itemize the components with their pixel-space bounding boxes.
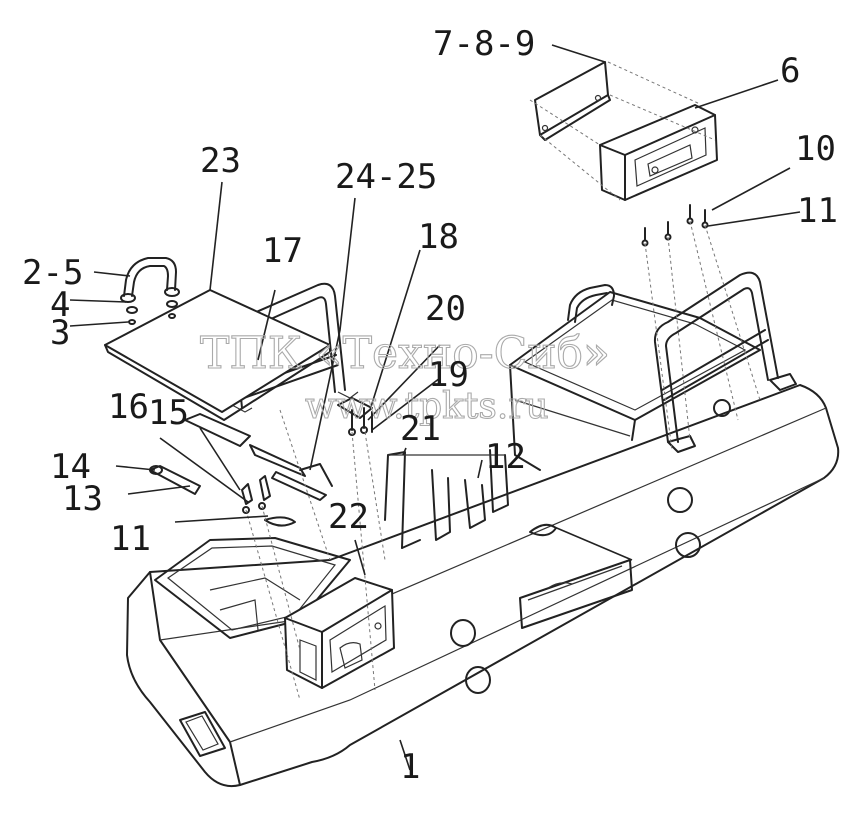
label-21: 21 <box>400 409 441 449</box>
label-7-8-9: 7-8-9 <box>433 24 535 64</box>
partition-ribs <box>384 449 509 549</box>
bolts-10-11 <box>641 204 709 247</box>
bumper-body <box>126 384 840 788</box>
label-3: 3 <box>50 313 70 353</box>
label-6: 6 <box>780 51 800 91</box>
plate-7-8-9 <box>534 61 611 141</box>
label-17: 17 <box>262 231 303 271</box>
top-box-6 <box>599 104 718 201</box>
label-10: 10 <box>795 129 836 169</box>
step-box-22 <box>284 577 395 689</box>
label-24-25: 24-25 <box>335 157 437 197</box>
callout-labels: 7-8-9 6 10 11 23 24-25 18 17 2-5 4 3 20 … <box>22 24 838 787</box>
label-1: 1 <box>400 747 420 787</box>
label-4: 4 <box>50 285 70 325</box>
watermark: ТПК «Техно-Сиб» www.tpkts.ru <box>199 327 610 427</box>
label-14: 14 <box>50 447 91 487</box>
label-11-right: 11 <box>797 191 838 231</box>
handrail-right <box>653 271 797 453</box>
bracket-18-20 <box>337 397 373 436</box>
cover-plate-23 <box>104 289 331 421</box>
label-16: 16 <box>108 387 149 427</box>
leader-lines <box>69 44 801 771</box>
label-13: 13 <box>62 479 103 519</box>
label-15: 15 <box>148 393 189 433</box>
watermark-line2: www.tpkts.ru <box>305 386 549 427</box>
watermark-line1: ТПК «Техно-Сиб» <box>200 328 610 379</box>
label-11-left: 11 <box>110 519 151 559</box>
label-20: 20 <box>425 289 466 329</box>
label-22: 22 <box>328 497 369 537</box>
projection-lines <box>245 61 761 701</box>
left-compartment <box>154 537 351 639</box>
label-19: 19 <box>428 355 469 395</box>
label-12: 12 <box>485 437 526 477</box>
label-2-5: 2-5 <box>22 253 83 293</box>
right-compartment <box>509 284 761 471</box>
small-handle-2-5 <box>120 257 180 325</box>
label-23: 23 <box>200 141 241 181</box>
label-18: 18 <box>418 217 459 257</box>
